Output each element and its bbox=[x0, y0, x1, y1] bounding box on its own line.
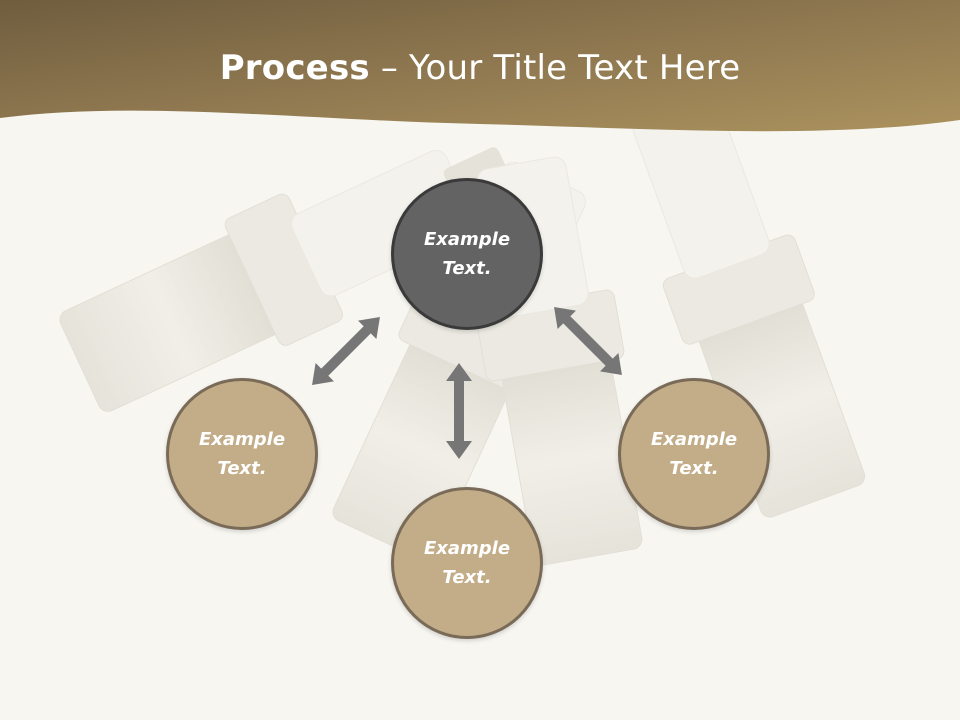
double-arrow-icon bbox=[312, 317, 380, 385]
title-bold: Process bbox=[219, 48, 370, 88]
process-node-bottom: Example Text. bbox=[391, 487, 543, 639]
double-arrow-icon bbox=[554, 307, 622, 375]
process-node-top: Example Text. bbox=[391, 178, 543, 330]
header-band bbox=[0, 0, 960, 132]
slide-title: Process – Your Title Text Here bbox=[0, 48, 960, 88]
double-arrow-icon bbox=[446, 363, 472, 459]
process-node-left: Example Text. bbox=[166, 378, 318, 530]
title-rest: – Your Title Text Here bbox=[369, 48, 741, 88]
process-node-right: Example Text. bbox=[618, 378, 770, 530]
